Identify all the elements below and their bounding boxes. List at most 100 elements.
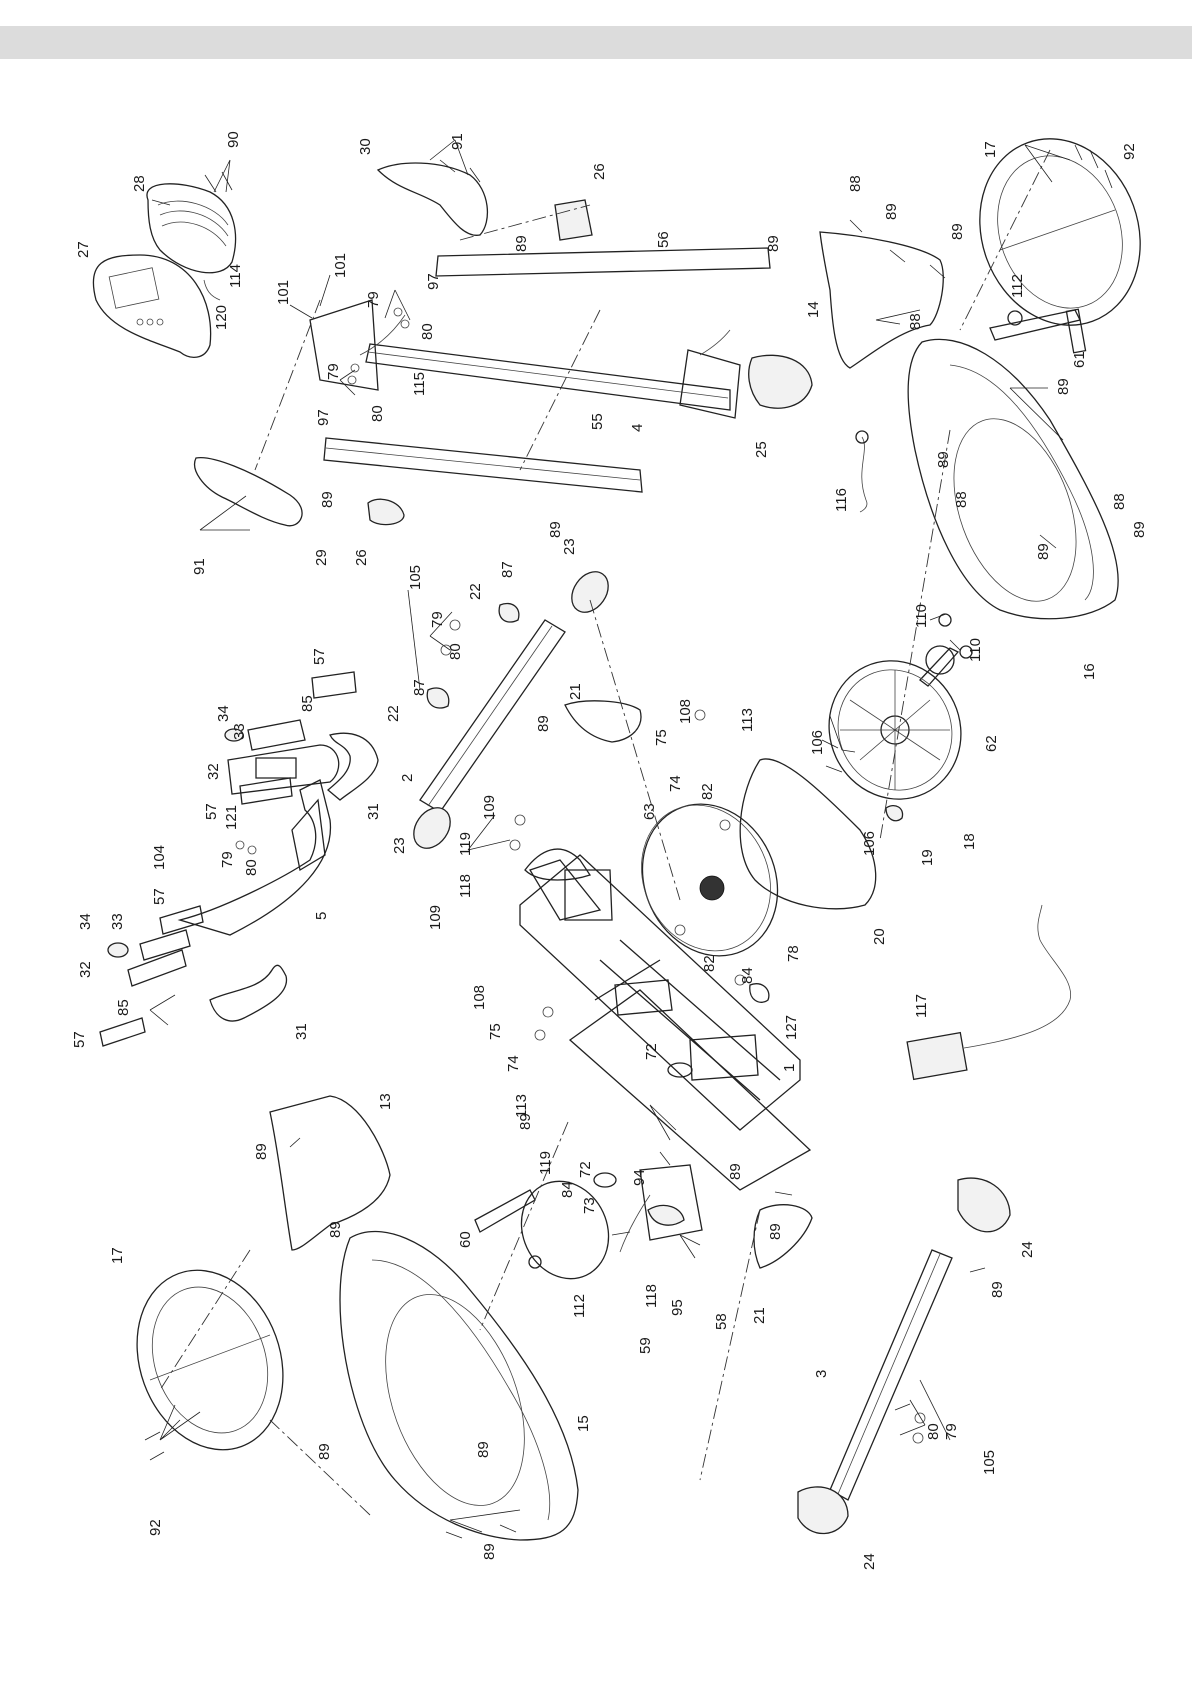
speed-sensor-116 bbox=[859, 436, 868, 513]
screw bbox=[825, 765, 843, 773]
callout-89p: 89 bbox=[767, 1223, 784, 1240]
leveler-22b bbox=[426, 687, 450, 709]
screw bbox=[204, 174, 217, 193]
callout-61: 61 bbox=[1071, 351, 1088, 368]
left-crank-disc bbox=[520, 1180, 610, 1280]
leader-line bbox=[929, 613, 961, 651]
crank-washer-112a bbox=[1007, 310, 1023, 326]
screw bbox=[1089, 149, 1099, 169]
washer bbox=[912, 1432, 924, 1444]
assembly-line bbox=[269, 1419, 371, 1516]
callout-57d: 57 bbox=[71, 1031, 88, 1048]
callout-101b: 101 bbox=[275, 280, 292, 305]
leader-line bbox=[649, 1104, 677, 1141]
callout-31a: 31 bbox=[365, 803, 382, 820]
screw bbox=[221, 171, 233, 191]
end-cap-24b bbox=[797, 1486, 849, 1535]
callout-116: 116 bbox=[833, 488, 850, 512]
right-pedal-axle bbox=[1065, 308, 1087, 354]
callout-89g: 89 bbox=[1055, 378, 1072, 395]
screw bbox=[1039, 534, 1057, 549]
pulse-cap-34b bbox=[107, 942, 129, 958]
callout-58: 58 bbox=[713, 1313, 730, 1330]
assembly-line bbox=[254, 299, 321, 471]
callout-14: 14 bbox=[805, 301, 822, 318]
callout-79e: 79 bbox=[943, 1423, 960, 1440]
callout-59: 59 bbox=[637, 1337, 654, 1354]
console-back-ribs bbox=[157, 200, 229, 247]
left-disc-17 bbox=[136, 1269, 284, 1451]
callout-21a: 21 bbox=[567, 683, 584, 700]
callout-89k: 89 bbox=[535, 715, 552, 732]
callout-87b: 87 bbox=[411, 679, 428, 696]
callout-109a: 109 bbox=[481, 795, 498, 820]
callout-33b: 33 bbox=[109, 913, 126, 930]
left-shroud-inner bbox=[371, 1259, 551, 1521]
callout-82b: 82 bbox=[701, 955, 718, 972]
right-shroud-inner bbox=[949, 364, 1094, 601]
callout-25: 25 bbox=[753, 441, 770, 458]
screw bbox=[439, 159, 456, 173]
pulse-cap-34a bbox=[224, 728, 244, 742]
crank-washer-112b bbox=[528, 1255, 542, 1269]
screw bbox=[499, 1524, 517, 1533]
callout-18: 18 bbox=[961, 833, 978, 850]
washer bbox=[350, 363, 360, 373]
callout-24b: 24 bbox=[861, 1553, 878, 1570]
callout-114: 114 bbox=[227, 264, 244, 288]
washer bbox=[440, 644, 452, 656]
pulley-18-spokes bbox=[840, 670, 950, 790]
callout-80e: 80 bbox=[925, 1423, 942, 1440]
callout-55: 55 bbox=[589, 413, 606, 430]
front-stabilizer-2-edge bbox=[427, 625, 553, 807]
handlebar-5-plate bbox=[291, 798, 326, 872]
handlebar-5 bbox=[177, 779, 332, 936]
callout-74b: 74 bbox=[505, 1055, 522, 1072]
bearing-110b bbox=[959, 645, 973, 659]
leader-line bbox=[199, 495, 250, 531]
cable-59 bbox=[619, 1194, 651, 1253]
upright-bracket bbox=[309, 299, 379, 391]
leader-line bbox=[429, 139, 469, 176]
callout-119a: 119 bbox=[457, 832, 474, 856]
callout-22b: 22 bbox=[385, 705, 402, 722]
callout-73: 73 bbox=[581, 1197, 598, 1214]
callout-104: 104 bbox=[151, 845, 168, 870]
screw bbox=[1104, 169, 1113, 189]
console-display bbox=[108, 267, 160, 309]
frame-cover-21b bbox=[753, 1204, 813, 1269]
callout-87a: 87 bbox=[499, 561, 516, 578]
leader-line bbox=[875, 309, 921, 325]
callout-24a: 24 bbox=[1019, 1241, 1036, 1258]
callout-88a: 88 bbox=[847, 175, 864, 192]
callout-120: 120 bbox=[213, 305, 230, 330]
screw bbox=[929, 264, 946, 279]
callout-89a: 89 bbox=[513, 235, 530, 252]
callout-26b: 26 bbox=[353, 549, 370, 566]
assembly-line bbox=[519, 309, 601, 471]
callout-89o: 89 bbox=[727, 1163, 744, 1180]
screw bbox=[289, 1137, 301, 1148]
callout-89m: 89 bbox=[253, 1143, 270, 1160]
resistance-bracket-58 bbox=[639, 1164, 703, 1241]
front-cap-25 bbox=[748, 354, 813, 409]
leader-line bbox=[319, 274, 331, 307]
hardware bbox=[144, 144, 1113, 1539]
assembly-line bbox=[959, 149, 1051, 331]
grip-31a bbox=[326, 732, 379, 801]
callout-89d: 89 bbox=[547, 521, 564, 538]
callout-89l: 89 bbox=[517, 1113, 534, 1130]
callout-17b: 17 bbox=[109, 1247, 126, 1264]
callout-89n: 89 bbox=[327, 1221, 344, 1238]
washer bbox=[734, 974, 746, 986]
callout-3: 3 bbox=[813, 1370, 830, 1378]
callout-63: 63 bbox=[641, 803, 658, 820]
pulley-18-rim bbox=[837, 669, 953, 791]
screw bbox=[849, 219, 863, 233]
upright-base-plate bbox=[679, 349, 741, 419]
callout-78: 78 bbox=[785, 945, 802, 962]
callout-88c: 88 bbox=[953, 491, 970, 508]
washer bbox=[400, 319, 410, 329]
callout-15: 15 bbox=[575, 1415, 592, 1432]
callout-118b: 118 bbox=[643, 1284, 660, 1308]
